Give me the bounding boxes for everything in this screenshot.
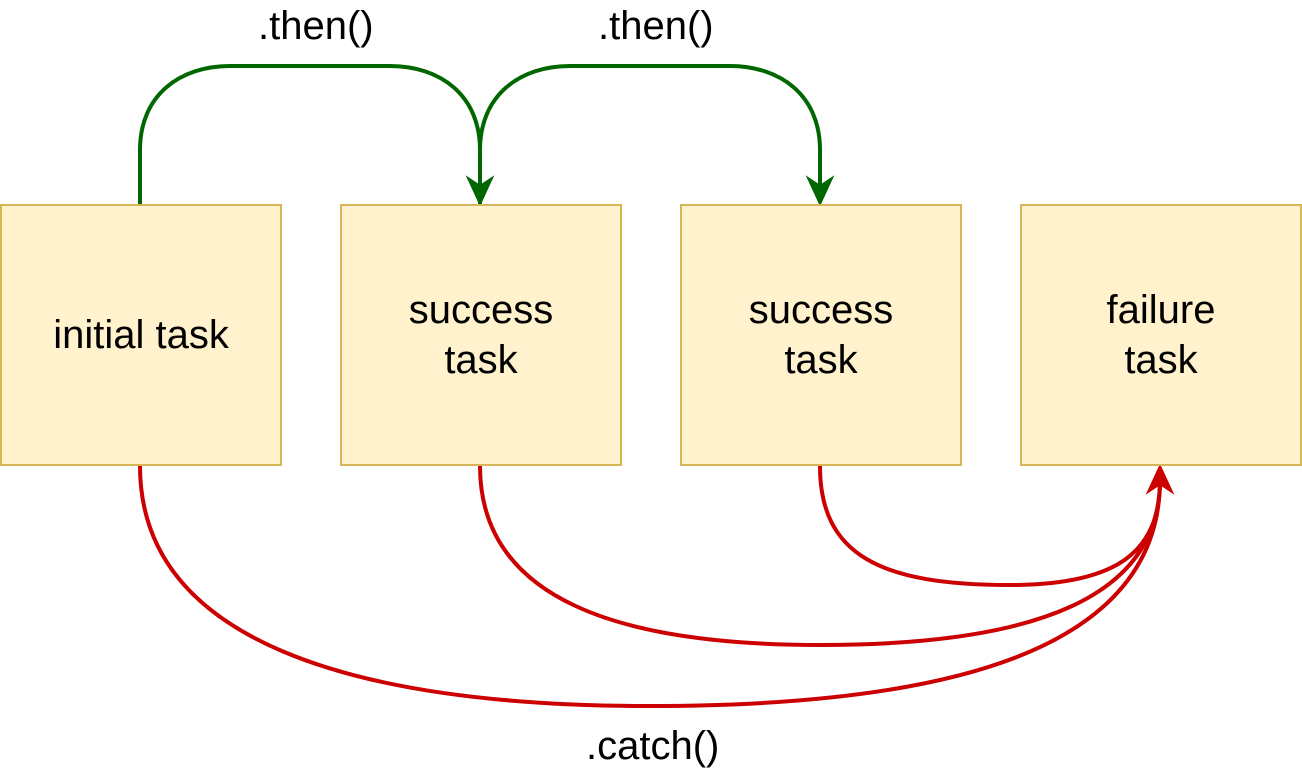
arrowhead-icon [1145,463,1175,495]
node-failure-task: failure task [1020,204,1302,466]
arrowhead-icon [805,175,835,207]
node-label: success task [748,288,894,382]
node-success-task-2: success task [680,204,962,466]
node-label: success task [408,288,554,382]
edge-catch-success2-to-failure [818,465,1162,588]
node-label: failure task [1106,288,1216,382]
edge-catch-success1-to-failure [478,465,1162,648]
edge-catch-initial-to-failure [138,465,1162,709]
edge-then-success1-to-success2 [478,64,835,207]
node-success-task-1: success task [340,204,622,466]
node-label: initial task [53,313,229,357]
edge-label-then-2: .then() [598,4,714,48]
edge-then-initial-to-success1 [138,64,495,207]
edge-label-catch: .catch() [586,724,720,768]
node-initial-task: initial task [0,204,282,466]
edge-label-then-1: .then() [258,4,374,48]
